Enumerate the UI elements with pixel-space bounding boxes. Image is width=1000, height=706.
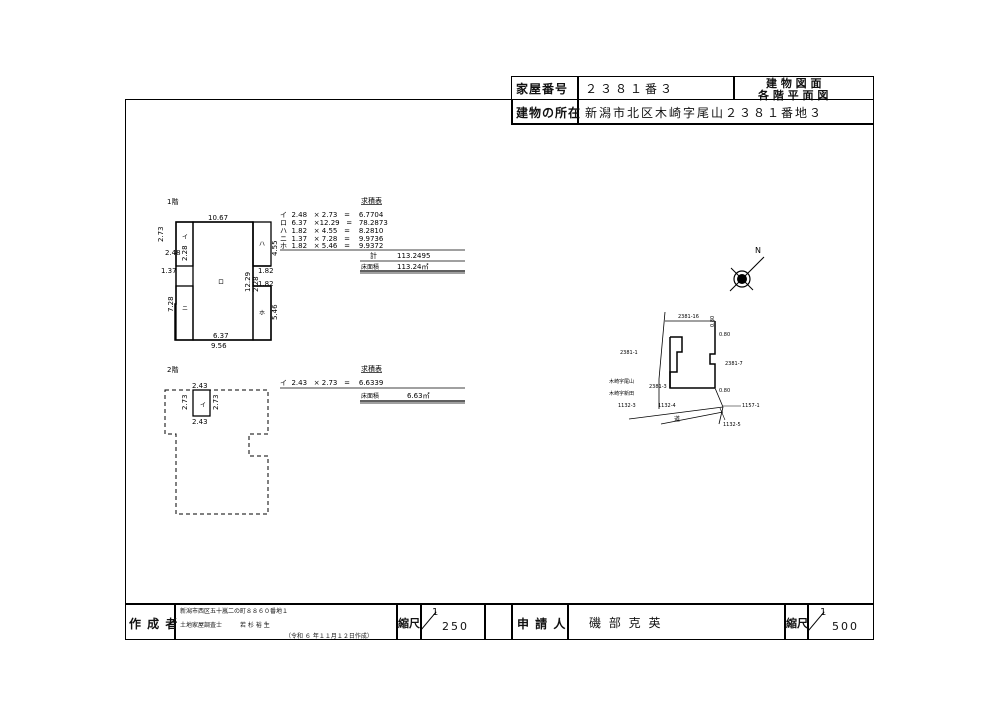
- floor1-label-ni: ニ: [182, 305, 188, 312]
- footer-div-8: [807, 603, 809, 640]
- floor1-dim-r6: 5.46: [271, 304, 279, 320]
- floor1-dim-r4: 2.28: [252, 276, 260, 292]
- floor1-dim-left-b: 2.48: [165, 249, 181, 257]
- floor1-dim-bottom-b: 9.56: [211, 342, 227, 350]
- floor1-label-ro: ロ: [218, 279, 224, 286]
- doc-title-2: 各 階 平 面 図: [758, 89, 829, 102]
- footer-div-2: [396, 603, 398, 640]
- floor1-row-4: ニ 1.37 × 7.28 = 9.9736: [280, 235, 384, 243]
- floor1-table-rows: イ 2.48 × 2.73 = 6.7704 ロ 6.37 ×12.29 = 7…: [280, 211, 388, 250]
- floor1-dim-left-d: 7.28: [167, 296, 175, 312]
- drawing-area: 1階 10.67 2.73 2.48 2.28 1.37 7.28 4.55 1…: [157, 196, 765, 515]
- floor2-dim-bottom: 2.43: [192, 418, 208, 426]
- floor2-area-value: 6.63㎡: [407, 392, 430, 400]
- floor1-row-2: ロ 6.37 ×12.29 = 78.2873: [280, 219, 388, 227]
- scale-2-label: 縮尺: [786, 617, 808, 630]
- header-title-box: [733, 76, 874, 100]
- footer-div-7: [784, 603, 786, 640]
- site-lot-s1: 1132-3: [618, 403, 636, 409]
- footer-div-3: [420, 603, 422, 640]
- floor2-label-i: イ: [200, 402, 206, 409]
- site-road: 道: [674, 415, 680, 423]
- main-frame: [125, 99, 874, 640]
- author-name: 若 杉 裕 生: [240, 622, 270, 629]
- site-d2: 0.80: [719, 332, 730, 338]
- floor1-total-value: 113.2495: [397, 252, 430, 260]
- compass-icon: N: [729, 246, 765, 292]
- floor1-dim-v1: 2.28: [181, 245, 189, 261]
- floor1-ro: [192, 221, 254, 341]
- scale-1-label: 縮尺: [398, 617, 420, 630]
- site-d1: 0.80: [710, 316, 716, 327]
- site-lot-se2: 1132-5: [723, 422, 741, 428]
- site-lot-e: 2381-7: [725, 361, 743, 367]
- floor1-title: 1階: [167, 197, 178, 206]
- location-row-bottom: [511, 123, 874, 125]
- floor1-dim-r1: 4.55: [271, 240, 279, 256]
- footer-div-4: [484, 603, 486, 640]
- floor2-row-1: イ 2.43 × 2.73 = 6.6339: [280, 379, 383, 387]
- floor1-dim-r2: 1.82: [258, 267, 274, 275]
- floor1-area-value: 113.24㎡: [397, 263, 429, 271]
- floor1-row-5: ホ 1.82 × 5.46 = 9.9372: [280, 242, 383, 250]
- site-map: [628, 311, 741, 425]
- svg-text:N: N: [755, 246, 761, 255]
- applicant-label: 申 請 人: [517, 617, 567, 631]
- floor1-row-1: イ 2.48 × 2.73 = 6.7704: [280, 211, 384, 219]
- floor2-footprint: [164, 389, 269, 515]
- site-lot-se1: 1157-1: [742, 403, 760, 409]
- floor1-ni: [175, 285, 194, 341]
- floor2-area-label: 床面積: [361, 392, 379, 400]
- footer-top-line: [125, 603, 874, 605]
- footer-div-5: [511, 603, 513, 640]
- location-label: 建物の所在: [516, 106, 582, 120]
- author-title: 土地家屋調査士: [180, 622, 223, 629]
- floor2-table-title: 求積表: [361, 364, 382, 373]
- floor1-table-title: 求積表: [361, 196, 382, 205]
- floor2-dim-left: 2.73: [181, 394, 189, 410]
- floor1-area-label: 床面積: [361, 263, 379, 271]
- site-lot-w: 2381-1: [620, 350, 638, 356]
- scale-2-den: 500: [832, 620, 859, 633]
- location-value: 新潟市北区木崎字尾山２３８１番地３: [585, 106, 824, 120]
- site-lot-self: 2381-3: [649, 384, 667, 390]
- floor1-dim-r3: 12.29: [244, 272, 252, 292]
- floor2-title: 2階: [167, 365, 178, 374]
- house-number-value: ２３８１番３: [585, 82, 676, 96]
- floor1-label-i: イ: [182, 234, 188, 241]
- doc-title-1: 建 物 図 面: [766, 77, 822, 90]
- floor1-label-ha: ハ: [259, 241, 265, 248]
- floor1-dim-left-a: 2.73: [157, 226, 165, 242]
- author-address: 新潟市西区五十嵐二の町８８６０番地１: [180, 608, 289, 615]
- scale-1-den: 250: [442, 620, 469, 633]
- house-number-label: 家屋番号: [516, 82, 569, 96]
- applicant-name: 磯 部 克 英: [589, 616, 663, 630]
- site-district-2: 木崎字新田: [609, 390, 634, 397]
- site-lot-s2: 1132-4: [658, 403, 676, 409]
- location-row-line: [511, 99, 513, 124]
- footer-div-1: [174, 603, 176, 640]
- floor2-i: [192, 389, 211, 417]
- floor1-label-ho: ホ: [259, 310, 265, 317]
- site-d3: 0.80: [719, 388, 730, 394]
- site-lot-n: 2381-16: [678, 314, 699, 320]
- author-label: 作 成 者: [129, 617, 179, 631]
- floor1-dim-bottom-a: 6.37: [213, 332, 229, 340]
- floor1-dim-left-c: 1.37: [161, 267, 177, 275]
- floor2-dim-right: 2.73: [212, 394, 220, 410]
- floor1-row-3: ハ 1.82 × 4.55 = 8.2810: [280, 227, 383, 235]
- footer-div-6: [567, 603, 569, 640]
- floor1-dim-r5: 1.82: [258, 280, 274, 288]
- header-divider-1: [577, 76, 579, 124]
- author-date: （令和 ６ 年１１月１２日作成）: [285, 633, 373, 640]
- site-district-1: 木崎字尾山: [609, 378, 634, 385]
- floor1-dim-top: 10.67: [208, 214, 228, 222]
- floor1-total-label: 計: [370, 251, 377, 260]
- floor2-dim-top: 2.43: [192, 382, 208, 390]
